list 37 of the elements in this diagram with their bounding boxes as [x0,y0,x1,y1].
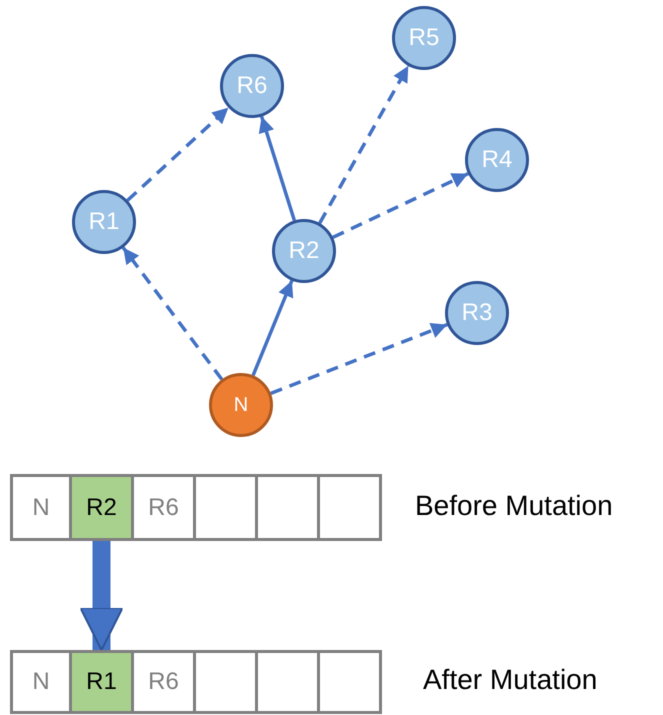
highlighted-array-cell [69,650,134,714]
array-cell [10,650,72,714]
arrow [122,246,224,380]
cell-label: R1 [86,668,117,696]
cell-label: R2 [86,494,117,522]
node-label: R6 [236,72,268,100]
array-cell [317,474,382,541]
node-label: R3 [462,299,492,327]
highlighted-array-cell [69,474,134,541]
node-label: R4 [482,146,512,174]
row-caption: After Mutation [423,664,598,696]
cell-label: N [32,668,50,696]
node-label: R2 [288,237,320,265]
array-cell [255,650,320,714]
arrow [252,280,294,376]
arrow [318,65,410,224]
array-cell [193,474,258,541]
node-label: N [234,394,248,416]
cell-label: R6 [148,494,179,522]
arrow [332,172,469,239]
arrow [258,116,296,221]
arrow [126,106,230,202]
array-cell [317,650,382,714]
cell-label: N [32,494,50,522]
array-cell [255,474,320,541]
block-arrow [80,541,124,651]
cell-label: R6 [148,668,179,696]
row-caption: Before Mutation [415,490,613,522]
node-circle [272,219,336,283]
node-label: R1 [88,208,120,236]
array-cell [131,474,196,541]
node-label: R5 [408,24,440,52]
arrow [270,322,448,395]
array-cell [193,650,258,714]
array-cell [131,650,196,714]
node-circle [72,190,136,254]
array-cell [10,474,72,541]
